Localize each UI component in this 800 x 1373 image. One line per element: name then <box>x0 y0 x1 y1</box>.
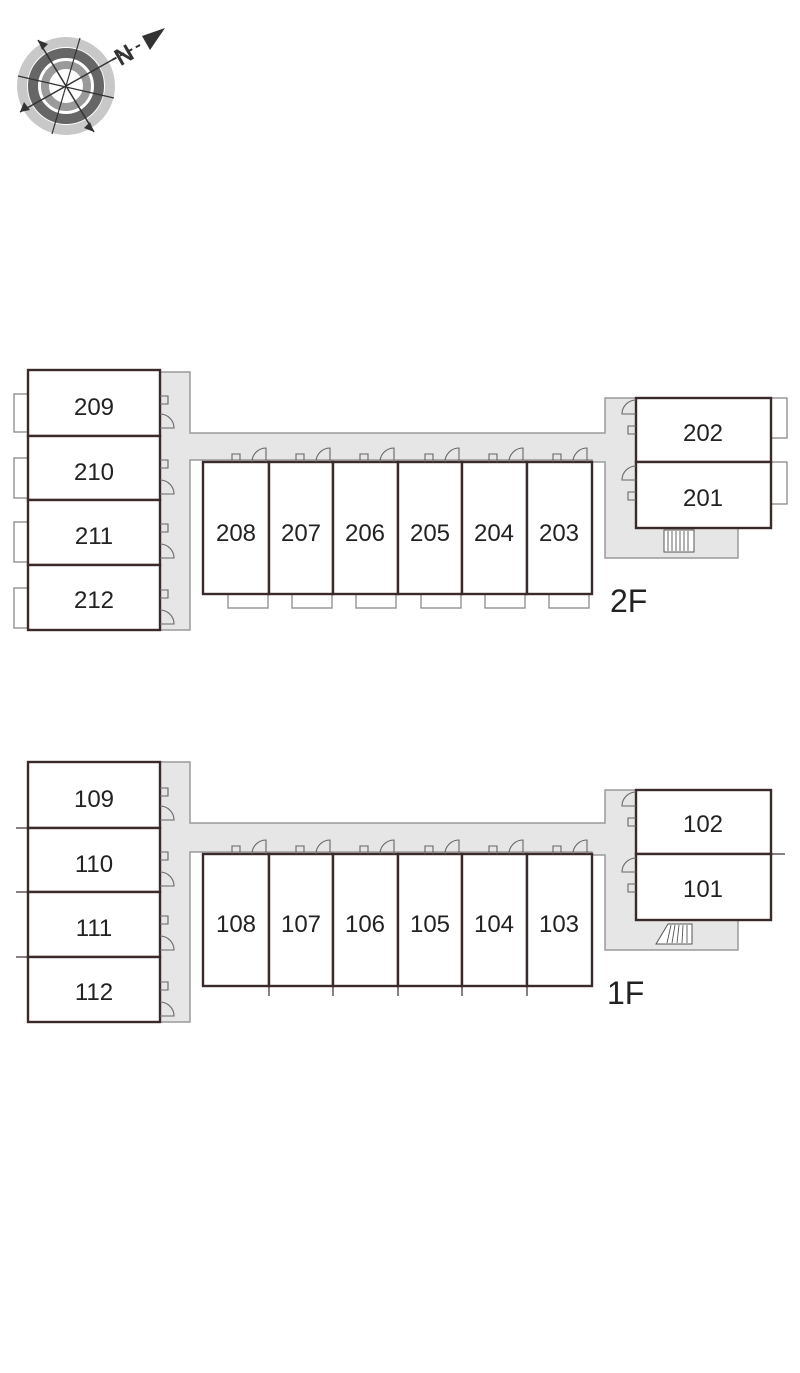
room-label: 201 <box>683 485 723 512</box>
corridor <box>159 761 739 1023</box>
room-label: 111 <box>76 915 112 942</box>
room-103 <box>525 852 594 988</box>
room-203 <box>525 460 594 596</box>
room-label: 210 <box>74 459 114 486</box>
room-101 <box>634 852 773 922</box>
room-label: 107 <box>281 911 321 938</box>
room-207 <box>267 460 335 596</box>
room-label: 109 <box>74 786 114 813</box>
balcony <box>420 593 462 609</box>
stair <box>655 923 693 945</box>
room-209 <box>26 368 162 438</box>
room-label: 211 <box>75 523 113 550</box>
room-label: 110 <box>75 851 113 878</box>
balcony <box>227 593 269 609</box>
room-202 <box>634 396 773 464</box>
room-label: 207 <box>281 520 321 547</box>
room-label: 205 <box>410 520 450 547</box>
room-label: 112 <box>75 979 113 1006</box>
room-label: 204 <box>474 520 514 547</box>
balcony <box>770 461 788 505</box>
balcony <box>548 593 590 609</box>
compass-north-label: N <box>110 39 139 71</box>
room-104 <box>460 852 529 988</box>
stair <box>663 529 695 553</box>
room-label: 208 <box>216 520 256 547</box>
room-label: 108 <box>216 911 256 938</box>
room-label: 101 <box>683 876 723 903</box>
balcony <box>13 457 29 499</box>
compass-north-arrow-icon <box>17 28 165 135</box>
balcony <box>770 397 788 439</box>
balcony <box>13 521 29 563</box>
floor-plan-2f: 209 210 211 212 208 207 206 205 204 203 … <box>13 368 788 632</box>
balcony <box>484 593 526 609</box>
room-112 <box>26 955 162 1024</box>
corridor <box>159 371 739 631</box>
room-205 <box>396 460 464 596</box>
room-210 <box>26 434 162 502</box>
room-label: 103 <box>539 911 579 938</box>
room-label: 203 <box>539 520 579 547</box>
room-label: 104 <box>474 911 514 938</box>
room-label: 202 <box>683 420 723 447</box>
room-label: 102 <box>683 811 723 838</box>
compass: N <box>17 28 165 135</box>
room-201 <box>634 460 773 530</box>
room-label: 209 <box>74 394 114 421</box>
room-label: 105 <box>410 911 450 938</box>
balcony <box>13 587 29 629</box>
room-110 <box>26 826 162 894</box>
room-label: 212 <box>74 587 114 614</box>
room-label: 106 <box>345 911 385 938</box>
balcony <box>291 593 333 609</box>
floor-label-2f: 2F <box>610 583 647 619</box>
room-108 <box>201 852 271 988</box>
room-212 <box>26 563 162 632</box>
balcony <box>13 393 29 433</box>
floor-label-1f: 1F <box>607 975 644 1011</box>
room-105 <box>396 852 464 988</box>
room-label: 206 <box>345 520 385 547</box>
floor-plan-1f: 109 110 111 112 108 107 106 105 104 103 … <box>16 760 785 1024</box>
balcony <box>355 593 397 609</box>
